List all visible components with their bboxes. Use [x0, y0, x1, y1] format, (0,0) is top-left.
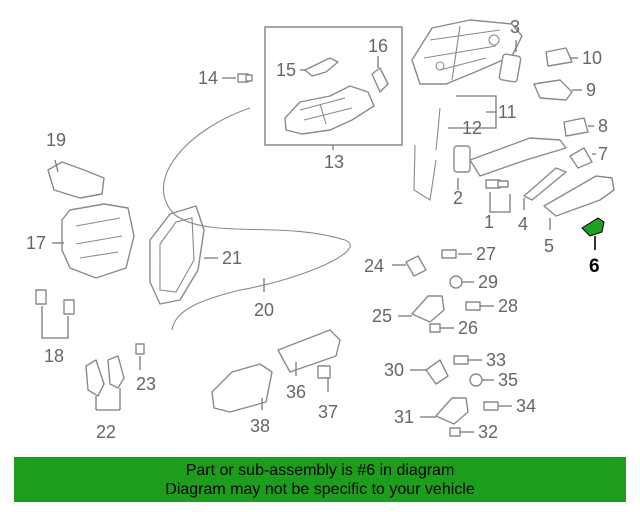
callout-38: 38 [250, 416, 270, 436]
callout-12: 12 [462, 118, 482, 138]
callout-36: 36 [286, 382, 306, 402]
part-13-carrier [284, 85, 375, 135]
info-banner: Part or sub-assembly is #6 in diagram Di… [14, 457, 626, 502]
part-24-clip [405, 255, 427, 277]
part-2-insert [453, 145, 471, 173]
part-11-frame [411, 19, 523, 85]
banner-line-2: Diagram may not be specific to your vehi… [165, 481, 475, 498]
callout-labels: 1 2 3 4 5 6 7 8 9 10 11 12 13 14 15 16 1… [26, 17, 608, 442]
part-33-bolt [453, 355, 469, 365]
callout-15: 15 [276, 60, 296, 80]
screw-near-1 [485, 179, 509, 189]
part-29-nut [449, 275, 463, 289]
part-5-outer-handle [543, 175, 615, 217]
callout-35: 35 [498, 370, 518, 390]
part-21-seal [149, 205, 205, 305]
callout-33: 33 [486, 350, 506, 370]
callout-21: 21 [222, 248, 242, 268]
callout-13: 13 [324, 152, 344, 172]
part-22-pads [85, 355, 125, 397]
callout-10: 10 [582, 48, 602, 68]
callout-37: 37 [318, 402, 338, 422]
part-37-screw [317, 365, 331, 379]
callout-9: 9 [586, 80, 596, 100]
part-28-bolt [465, 301, 481, 311]
part-36-bracket [277, 329, 341, 373]
callout-26: 26 [458, 318, 478, 338]
part-6-highlighted [581, 217, 605, 237]
callout-16: 16 [368, 36, 388, 56]
callout-1: 1 [484, 212, 494, 232]
part-32-pin [449, 427, 461, 437]
callout-18: 18 [44, 346, 64, 366]
callout-3: 3 [510, 17, 520, 37]
part-16-clip [371, 67, 389, 93]
callout-22: 22 [96, 422, 116, 442]
callout-4: 4 [518, 214, 528, 234]
callout-6: 6 [589, 256, 600, 277]
callout-24: 24 [364, 256, 384, 276]
part-23-pin [135, 343, 145, 355]
parts-diagram: 1 2 3 4 5 6 7 8 9 10 11 12 13 14 15 16 1… [26, 17, 615, 442]
part-19-housing [47, 161, 105, 199]
part-12-rod [435, 107, 441, 151]
part-7-clip [569, 147, 593, 169]
callout-2: 2 [453, 188, 463, 208]
callout-25: 25 [372, 306, 392, 326]
part-27-bolt [441, 249, 457, 259]
banner-line-1: Part or sub-assembly is #6 in diagram [185, 462, 455, 479]
callout-34: 34 [516, 396, 536, 416]
part-26-pin [429, 323, 441, 333]
cable-20 [162, 107, 351, 331]
callout-8: 8 [598, 116, 608, 136]
part-17-latch [61, 203, 135, 279]
callout-20: 20 [254, 300, 274, 320]
part-30-clip [425, 359, 449, 385]
callout-27: 27 [476, 244, 496, 264]
part-34-bolt [483, 401, 499, 411]
callout-31: 31 [394, 407, 414, 427]
part-1-handle [469, 137, 567, 177]
part-9-insert [533, 79, 573, 101]
part-38-cover [211, 363, 273, 413]
callout-11: 11 [498, 102, 517, 122]
part-31-bracket [435, 397, 469, 425]
callout-14: 14 [198, 68, 218, 88]
part-35-nut [469, 373, 483, 387]
callout-7: 7 [598, 144, 608, 164]
callout-19: 19 [46, 130, 66, 150]
part-18-screws [35, 289, 75, 315]
callout-28: 28 [498, 296, 518, 316]
part-4-strip [523, 167, 567, 201]
callout-23: 23 [136, 374, 156, 394]
callout-29: 29 [478, 272, 498, 292]
callout-17: 17 [26, 233, 46, 253]
callout-32: 32 [478, 422, 498, 442]
callout-5: 5 [544, 236, 554, 256]
callout-30: 30 [384, 360, 404, 380]
part-8-block [563, 117, 589, 137]
part-14-screw [237, 73, 253, 83]
part-10-cap [545, 47, 573, 67]
part-3-cap [498, 53, 522, 83]
leader-lines [41, 40, 596, 433]
part-25-bracket [411, 295, 445, 323]
part-15-bracket [304, 57, 339, 77]
